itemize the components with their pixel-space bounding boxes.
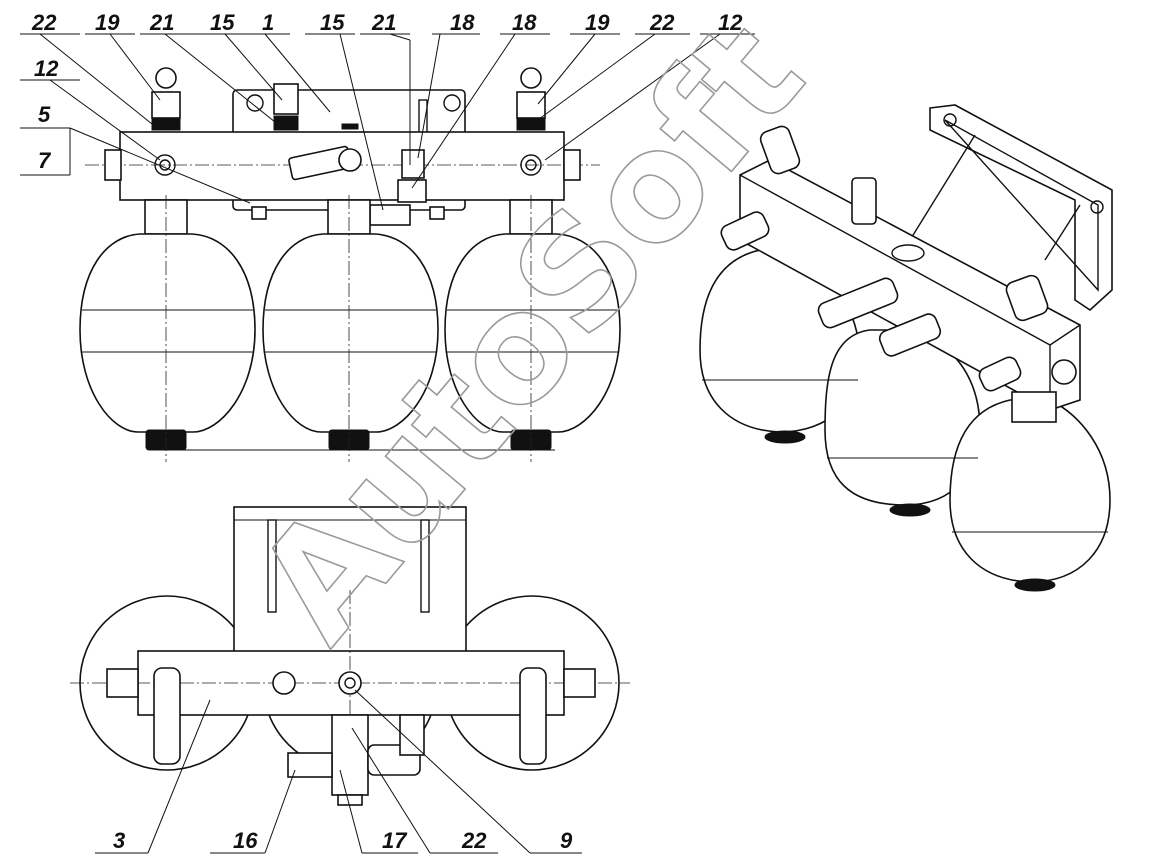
callout-bottom-2: 16 bbox=[233, 828, 258, 853]
callout-top-2: 19 bbox=[95, 10, 120, 35]
port-inner bbox=[525, 159, 537, 171]
iso-rib bbox=[909, 134, 976, 241]
top-fitting-nut bbox=[516, 117, 546, 131]
top-fitting-nut bbox=[273, 115, 299, 131]
callout-left-1: 12 bbox=[34, 56, 59, 81]
bracket-top bbox=[233, 506, 467, 653]
bracket-bolt bbox=[429, 206, 445, 220]
iso-neck bbox=[1011, 391, 1057, 423]
iso-fitting bbox=[759, 125, 801, 175]
callout-numbers: 22 19 21 15 1 15 21 18 18 19 22 12 12 5 … bbox=[31, 10, 743, 853]
top-view bbox=[70, 506, 630, 806]
callout-top-12: 12 bbox=[718, 10, 743, 35]
end-bolt bbox=[563, 149, 581, 181]
callout-left-2: 5 bbox=[38, 102, 51, 127]
iso-fitting bbox=[1005, 274, 1049, 322]
iso-cap bbox=[764, 430, 806, 444]
top-fitting-cap bbox=[520, 67, 542, 89]
valve-inlet bbox=[287, 752, 333, 778]
isometric-view bbox=[699, 104, 1113, 592]
iso-manifold-edge bbox=[1049, 324, 1081, 346]
port bbox=[520, 154, 542, 176]
callout-top-7: 21 bbox=[371, 10, 396, 35]
top-fitting bbox=[273, 83, 299, 115]
bracket-hole bbox=[443, 94, 461, 112]
callout-top-10: 19 bbox=[585, 10, 610, 35]
bracket-rib bbox=[420, 519, 430, 613]
end-bolt bbox=[104, 149, 122, 181]
top-fitting-nut bbox=[151, 117, 181, 131]
top-fitting bbox=[151, 91, 181, 119]
callout-left-3: 7 bbox=[38, 148, 52, 173]
iso-valve bbox=[817, 277, 899, 329]
iso-fitting bbox=[851, 177, 877, 225]
bracket-rib bbox=[267, 519, 277, 613]
leaders bbox=[20, 33, 755, 854]
side-fitting bbox=[519, 667, 547, 765]
iso-port bbox=[891, 244, 925, 262]
callout-top-5: 1 bbox=[262, 10, 274, 35]
accumulator-right bbox=[444, 195, 621, 462]
elbow-fitting bbox=[369, 204, 411, 226]
callout-bottom-3: 17 bbox=[382, 828, 408, 853]
iso-rib bbox=[1044, 204, 1081, 261]
iso-fitting bbox=[720, 211, 770, 251]
iso-bracket-edge bbox=[944, 119, 1099, 292]
callout-top-4: 15 bbox=[210, 10, 235, 35]
valve-body bbox=[331, 714, 369, 796]
callout-bottom-1: 3 bbox=[113, 828, 125, 853]
iso-end-nut bbox=[1051, 359, 1077, 385]
fitting-nut bbox=[338, 148, 362, 172]
top-fitting bbox=[516, 91, 546, 119]
callout-top-1: 22 bbox=[31, 10, 57, 35]
iso-hole bbox=[943, 113, 957, 127]
iso-hole bbox=[1090, 200, 1104, 214]
fitting bbox=[401, 149, 425, 179]
label-tag bbox=[341, 123, 359, 130]
front-view bbox=[79, 67, 621, 462]
bracket-hole bbox=[246, 94, 264, 112]
end-bolt bbox=[563, 668, 596, 698]
port-inner bbox=[344, 677, 356, 689]
iso-accumulator-3 bbox=[949, 399, 1111, 583]
callout-top-8: 18 bbox=[450, 10, 475, 35]
callout-top-3: 21 bbox=[149, 10, 174, 35]
iso-cap bbox=[889, 503, 931, 517]
accumulator-shell bbox=[262, 233, 439, 433]
top-fitting-cap bbox=[155, 67, 177, 89]
callout-bottom-4: 22 bbox=[461, 828, 487, 853]
accumulator-middle bbox=[262, 195, 439, 462]
end-bolt bbox=[106, 668, 139, 698]
callout-top-6: 15 bbox=[320, 10, 345, 35]
valve-tip bbox=[337, 794, 363, 806]
accumulator-shell bbox=[79, 233, 256, 433]
callout-bottom-5: 9 bbox=[560, 828, 573, 853]
callout-top-11: 22 bbox=[649, 10, 675, 35]
iso-fitting bbox=[978, 356, 1022, 392]
iso-valve bbox=[878, 313, 942, 357]
iso-cap bbox=[1014, 578, 1056, 592]
port-nut bbox=[338, 671, 362, 695]
accumulator-left bbox=[79, 195, 256, 462]
port-nut bbox=[272, 671, 296, 695]
side-fitting bbox=[153, 667, 181, 765]
bracket-bolt bbox=[251, 206, 267, 220]
iso-manifold-edge bbox=[739, 174, 1051, 346]
accumulator-shell bbox=[444, 233, 621, 433]
fitting bbox=[397, 179, 427, 203]
port bbox=[154, 154, 176, 176]
callout-top-9: 18 bbox=[512, 10, 537, 35]
